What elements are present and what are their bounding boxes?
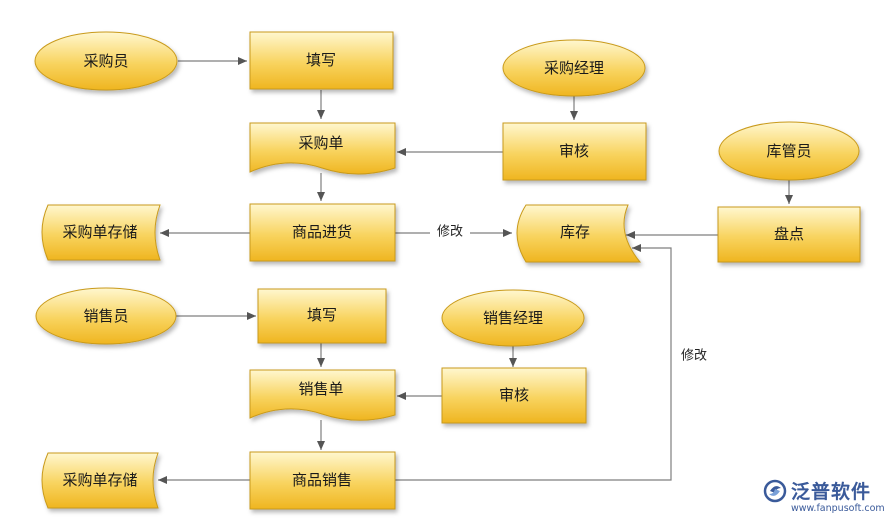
node-purchase-review — [502, 122, 647, 181]
edge-label-modify: 修改 — [437, 225, 463, 240]
logo-name: 泛普软件 — [791, 481, 872, 503]
edges — [158, 57, 793, 484]
node-purchase-storage — [41, 204, 161, 261]
node-sales-review — [441, 367, 587, 424]
node-label: 审核 — [559, 142, 589, 160]
edge-label-bg — [430, 222, 470, 242]
node-label: 审核 — [499, 386, 529, 404]
node-label: 库管员 — [766, 142, 811, 160]
node-label: 采购单存储 — [62, 223, 137, 241]
node-label: 销售单 — [298, 380, 343, 398]
node-sales-order — [249, 369, 396, 421]
node-label: 采购单 — [298, 134, 343, 152]
node-purchase-order — [249, 122, 396, 175]
node-goods-purchase — [249, 203, 396, 262]
node-inventory — [516, 204, 642, 263]
node-sales-manager — [441, 289, 585, 347]
brand-logo: 泛普软件 www.fanpusoft.com — [757, 477, 887, 517]
node-label: 销售员 — [83, 307, 128, 325]
logo-url: www.fanpusoft.com — [791, 503, 885, 514]
node-salesperson — [35, 287, 177, 345]
edge-goods-sales-to-inventory — [395, 244, 672, 481]
node-label: 库存 — [560, 223, 590, 241]
node-label: 商品进货 — [292, 223, 352, 241]
node-label: 盘点 — [774, 225, 804, 243]
node-label: 填写 — [306, 51, 336, 69]
node-label: 填写 — [307, 306, 337, 324]
node-storekeeper — [718, 121, 860, 181]
node-label: 采购员 — [83, 52, 128, 70]
node-purchase-manager — [502, 39, 646, 97]
node-purchaser — [34, 31, 178, 91]
node-sales-storage — [41, 452, 159, 509]
logo-icon — [763, 479, 787, 503]
node-sales-fill — [257, 288, 387, 344]
node-label: 商品销售 — [292, 471, 352, 489]
node-label: 采购经理 — [544, 59, 604, 77]
node-stocktake — [717, 206, 861, 263]
node-purchase-fill — [249, 31, 394, 90]
node-label: 采购单存储 — [62, 471, 137, 489]
node-goods-sales — [249, 451, 396, 510]
edge-label-modify: 修改 — [681, 349, 707, 364]
node-label: 销售经理 — [483, 309, 543, 327]
